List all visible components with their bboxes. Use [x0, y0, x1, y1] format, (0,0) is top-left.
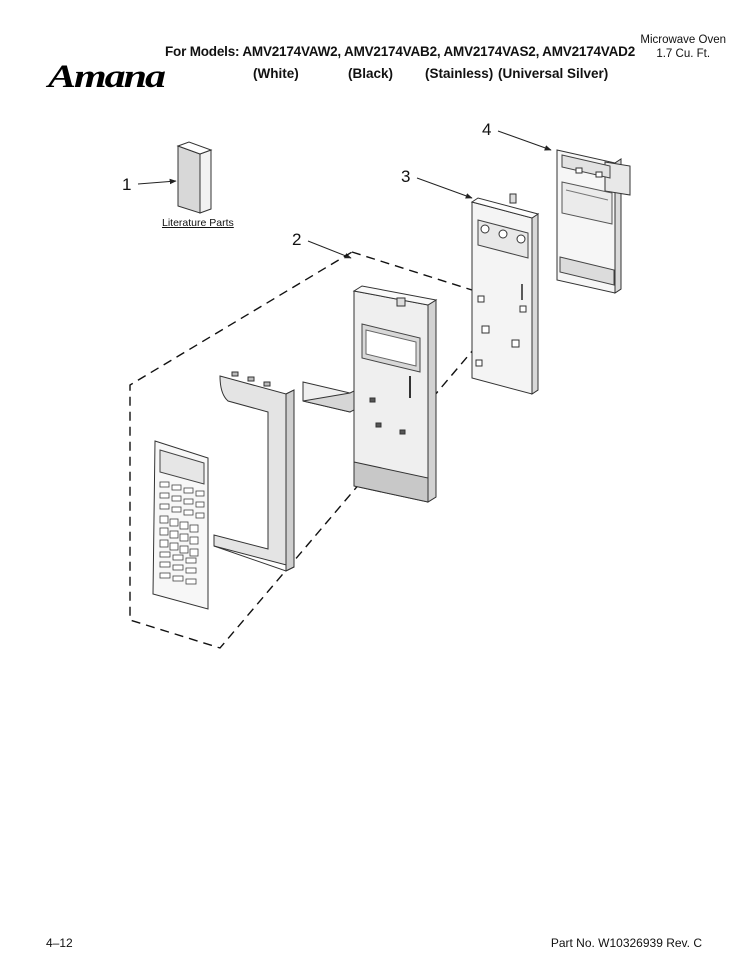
amana-logo: Amana	[48, 58, 166, 95]
callout-4: 4	[482, 120, 492, 139]
page-number: 4–12	[46, 936, 73, 950]
mounting-bracket	[470, 193, 540, 395]
leader-2	[307, 240, 352, 259]
product-info: Microwave Oven 1.7 Cu. Ft.	[640, 33, 726, 61]
control-panel-housing	[352, 285, 438, 503]
callout-2: 2	[292, 230, 302, 249]
display-window	[302, 381, 357, 413]
callout-3: 3	[401, 167, 411, 186]
keypad-membrane	[152, 440, 209, 610]
part-number: Part No. W10326939 Rev. C	[550, 936, 702, 950]
literature-booklet	[176, 141, 213, 214]
product-type: Microwave Oven	[640, 34, 726, 46]
callout-1: 1	[122, 175, 132, 194]
literature-parts-label: Literature Parts	[162, 217, 234, 229]
variant-stainless: (Stainless)	[425, 66, 494, 81]
variant-universal-silver: (Universal Silver)	[498, 66, 609, 81]
leader-3	[416, 177, 473, 199]
leader-1	[137, 178, 177, 185]
models-line: For Models: AMV2174VAW2, AMV2174VAB2, AM…	[165, 44, 636, 59]
back-bracket	[556, 149, 631, 294]
leader-4	[497, 130, 552, 151]
product-capacity: 1.7 Cu. Ft.	[656, 48, 711, 60]
keypad-buttons	[159, 481, 205, 585]
control-panel-frame	[213, 371, 295, 572]
variant-white: (White)	[253, 66, 299, 81]
variant-black: (Black)	[348, 66, 394, 81]
